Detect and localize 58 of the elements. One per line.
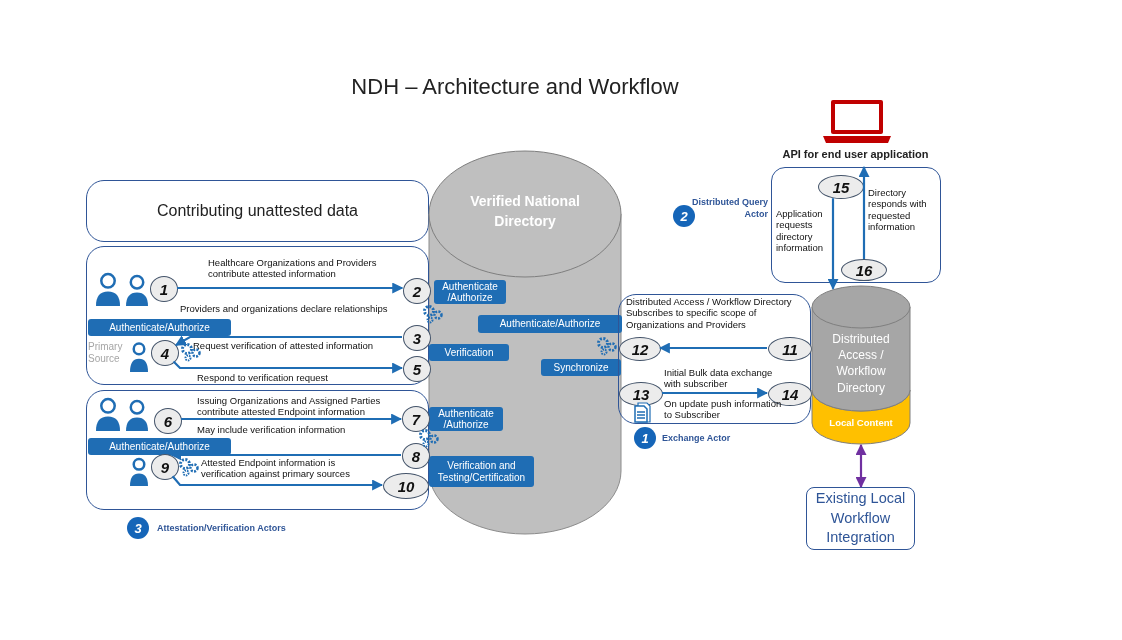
- edge-label: Request verification of attested information: [193, 340, 375, 352]
- note-text: On update push information to Subscriber: [664, 398, 782, 421]
- number-ellipse: 10: [383, 473, 429, 499]
- process-label: Verification: [429, 344, 509, 361]
- number-ellipse: 7: [402, 406, 430, 432]
- edge-label: Healthcare Organizations and Providers contribute attested information: [208, 257, 378, 280]
- number-ellipse: 3: [403, 325, 431, 351]
- arrow: [172, 360, 404, 374]
- arrow: [177, 282, 404, 294]
- process-label: Synchronize: [541, 359, 621, 376]
- arrow: [827, 198, 839, 290]
- cylinder-label: Verified National Directory: [470, 192, 580, 231]
- process-label: Verification and Testing/Certification: [429, 456, 534, 487]
- process-label: Authenticate/Authorize: [88, 319, 231, 336]
- number-ellipse: 15: [818, 175, 864, 199]
- number-ellipse: 6: [154, 408, 182, 434]
- process-label: Authenticate/Authorize: [478, 315, 622, 333]
- process-label: Authenticate/Authorize: [88, 438, 231, 455]
- number-ellipse: 1: [150, 276, 178, 302]
- arrow: [855, 443, 867, 489]
- edge-label: Respond to verification request: [197, 372, 329, 384]
- arrow: [858, 165, 870, 259]
- number-ellipse: 16: [841, 259, 887, 281]
- number-badge: 3: [127, 517, 149, 539]
- arrow: [171, 475, 384, 491]
- number-ellipse: 4: [151, 340, 179, 366]
- actor-label: Exchange Actor: [662, 433, 732, 445]
- arrow: [174, 335, 402, 347]
- cylinder-label: Local Content: [828, 417, 894, 428]
- note-text: Providers and organizations declare relationships: [180, 303, 389, 315]
- cylinder-label: Distributed Access / Workflow Directory: [831, 331, 891, 396]
- diagram-title: NDH – Architecture and Workflow: [350, 74, 680, 100]
- edge-label: Application requests directory information: [776, 208, 824, 254]
- arrow: [658, 342, 767, 354]
- edge-label: Issuing Organizations and Assigned Parties contribute attested Endpoint information: [197, 395, 382, 418]
- text-box: Contributing unattested data: [86, 180, 429, 242]
- number-ellipse: 5: [403, 356, 431, 382]
- edge-label: Initial Bulk data exchange with subscriber: [664, 367, 774, 390]
- edge-label: Directory responds with requested information: [868, 187, 928, 233]
- number-ellipse: 2: [403, 278, 431, 304]
- number-badge: 1: [634, 427, 656, 449]
- arrow: [180, 413, 403, 425]
- actor-label: Attestation/Verification Actors: [157, 523, 287, 535]
- number-ellipse: 8: [402, 443, 430, 469]
- text-box: Existing Local Workflow Integration: [806, 487, 915, 550]
- number-badge: 2: [673, 205, 695, 227]
- note-text: May include verification information: [197, 424, 347, 436]
- edge-label: Attested Endpoint information is verification against primary sources: [201, 457, 351, 480]
- arrow: [662, 387, 769, 399]
- process-label: Authenticate /Authorize: [429, 407, 503, 431]
- edge-label: Distributed Access / Workflow Directory Subscribes to specific scope of Organizations and Providers: [626, 296, 793, 331]
- process-label: Authenticate /Authorize: [434, 280, 506, 304]
- number-ellipse: 12: [619, 337, 661, 361]
- number-ellipse: 13: [619, 382, 663, 406]
- panel-heading: API for end user application: [781, 148, 930, 160]
- number-ellipse: 9: [151, 454, 179, 480]
- side-note: Primary Source: [88, 341, 124, 365]
- number-ellipse: 11: [768, 337, 812, 361]
